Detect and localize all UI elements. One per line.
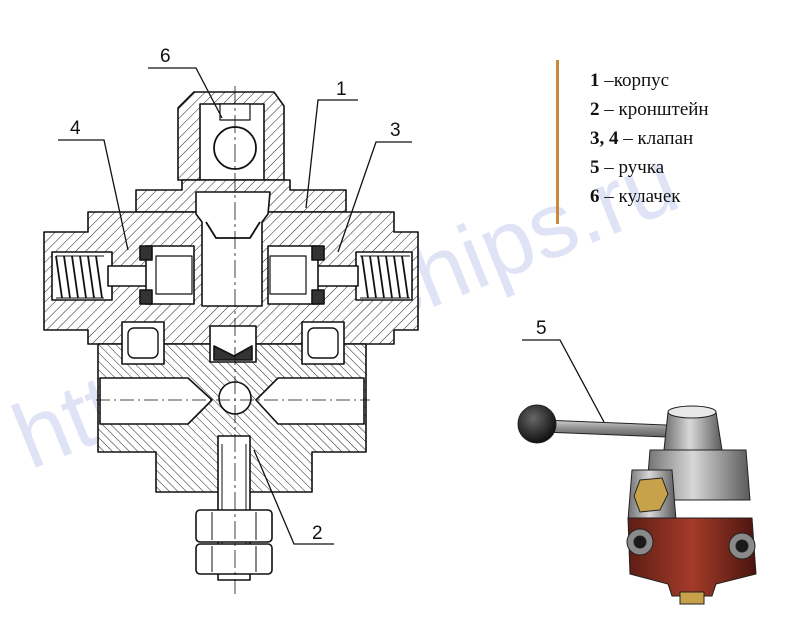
leader-4	[58, 139, 129, 251]
right-valve-piston	[269, 255, 307, 295]
left-valve-piston	[155, 255, 193, 295]
valve-head-top	[667, 405, 717, 419]
leader-1	[305, 99, 358, 209]
valve-red-body	[627, 517, 757, 597]
brass-bolt-icon	[633, 477, 669, 513]
legend-item-handle: 5 – ручка	[590, 157, 665, 178]
left-seal-bottom	[139, 289, 153, 305]
right-lower-plug	[307, 327, 339, 359]
left-seal-top	[139, 245, 153, 261]
callout-3: 3	[390, 120, 401, 141]
callout-2: 2	[312, 523, 323, 544]
section-drawing	[43, 86, 419, 594]
leader-6	[148, 67, 223, 119]
legend-item-body: 1 –корпус	[590, 70, 670, 91]
left-valve-stem	[107, 265, 149, 287]
lower-nut	[195, 543, 273, 575]
left-lower-plug	[127, 327, 159, 359]
left-outlet-hole	[633, 535, 647, 549]
left-port	[99, 377, 213, 425]
leader-5	[522, 339, 605, 423]
central-plunger	[195, 191, 271, 307]
center-check	[213, 345, 253, 361]
left-spring	[55, 255, 104, 299]
leader-3	[337, 141, 412, 253]
parts-legend: 1 –корпус 2 – кронштейн 3, 4 – клапан 5 …	[556, 60, 776, 224]
bottom-fitting	[679, 591, 705, 605]
legend-divider	[556, 60, 559, 224]
legend-item-cam: 6 – кулачек	[590, 186, 681, 207]
right-outlet-hole	[735, 539, 749, 553]
callout-5: 5	[536, 318, 547, 339]
right-spring	[360, 255, 410, 299]
leader-lines	[58, 67, 605, 545]
legend-item-bracket: 2 – кронштейн	[590, 99, 709, 120]
upper-nut	[195, 509, 273, 543]
callout-labels: 6 1 4 3 2 5	[70, 46, 547, 544]
right-port	[255, 377, 365, 425]
callout-6: 6	[160, 46, 171, 67]
leader-2	[253, 449, 334, 545]
legend-list: 1 –корпус 2 – кронштейн 3, 4 – клапан 5 …	[590, 66, 709, 211]
legend-item-valve: 3, 4 – клапан	[590, 128, 694, 149]
right-valve-stem	[315, 265, 359, 287]
callout-4: 4	[70, 118, 81, 139]
callout-1: 1	[336, 79, 347, 100]
handle-knob-icon	[517, 404, 557, 444]
plunger-clip	[205, 221, 261, 239]
right-seal-bottom	[311, 289, 325, 305]
valve-photo	[517, 404, 757, 605]
right-seal-top	[311, 245, 325, 261]
nut-facets	[211, 512, 257, 572]
